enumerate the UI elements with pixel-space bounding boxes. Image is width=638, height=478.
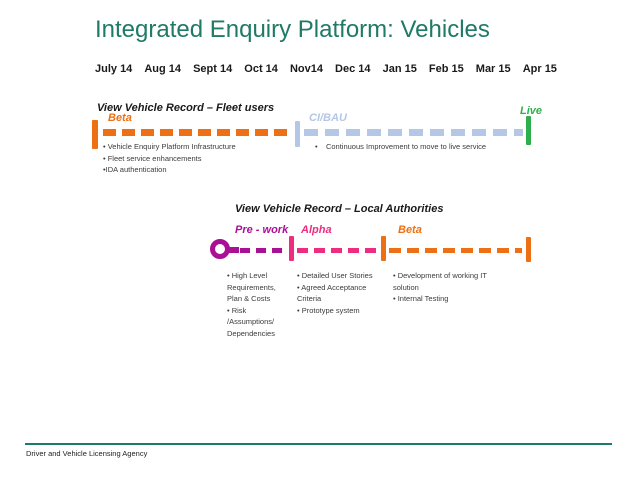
la-beta-timeline-bar bbox=[389, 248, 522, 253]
la-beta-end-marker bbox=[526, 237, 531, 262]
month-label: Aug 14 bbox=[144, 63, 182, 75]
month-label: Mar 15 bbox=[475, 63, 511, 75]
la-prework-bullet-list: • High Level Requirements, Plan & Costs … bbox=[227, 270, 291, 339]
la-alpha-bullet-list: • Detailed User Stories • Agreed Accepta… bbox=[297, 270, 385, 316]
fleet-cibau-timeline-bar bbox=[304, 129, 523, 136]
bullet-item: • Vehicle Enquiry Platform Infrastructur… bbox=[103, 142, 236, 151]
la-alpha-start-marker bbox=[289, 236, 294, 261]
la-beta-start-marker bbox=[381, 236, 386, 261]
bullet-item: •IDA authentication bbox=[103, 165, 167, 174]
fleet-cibau-bullet-list: • Continuous Improvement to move to live… bbox=[315, 141, 545, 153]
month-label: Oct 14 bbox=[244, 63, 278, 75]
month-label: Jan 15 bbox=[382, 63, 417, 75]
la-beta-bullet-list: • Development of working IT solution • I… bbox=[393, 270, 491, 305]
fleet-beta-bullet-list: • Vehicle Enquiry Platform Infrastructur… bbox=[103, 141, 243, 176]
la-beta-phase-label: Beta bbox=[398, 224, 422, 236]
la-alpha-phase-label: Alpha bbox=[301, 224, 332, 236]
fleet-beta-start-marker bbox=[92, 120, 98, 149]
local-authorities-heading: View Vehicle Record – Local Authorities bbox=[235, 203, 444, 215]
month-label: Sept 14 bbox=[193, 63, 233, 75]
bullet-item: • Continuous Improvement to move to live… bbox=[315, 142, 487, 151]
month-label: July 14 bbox=[95, 63, 133, 75]
bullet-item: • Fleet service enhancements bbox=[103, 153, 202, 163]
bullet-item: • Agreed Acceptance Criteria bbox=[297, 282, 369, 304]
la-alpha-timeline-bar bbox=[297, 248, 379, 253]
bullet-item: • Risk /Assumptions/ Dependencies bbox=[227, 305, 277, 338]
month-label: Dec 14 bbox=[335, 63, 371, 75]
bullet-item: • Detailed User Stories bbox=[297, 271, 373, 280]
fleet-beta-phase-label: Beta bbox=[108, 112, 132, 124]
bullet-item: • Development of working IT solution bbox=[393, 271, 489, 292]
fleet-cibau-start-marker bbox=[295, 121, 300, 147]
fleet-cibau-phase-label: CI/BAU bbox=[309, 112, 347, 124]
page-title: Integrated Enquiry Platform: Vehicles bbox=[95, 16, 490, 43]
fleet-users-heading: View Vehicle Record – Fleet users bbox=[97, 102, 275, 114]
bullet-item: • High Level Requirements, Plan & Costs bbox=[227, 271, 278, 303]
fleet-beta-timeline-bar bbox=[103, 129, 293, 136]
footer-divider bbox=[25, 443, 612, 445]
la-prework-phase-label: Pre - work bbox=[235, 224, 289, 236]
prework-ring-stub bbox=[229, 247, 239, 253]
month-label: Feb 15 bbox=[428, 63, 464, 75]
la-prework-timeline-bar bbox=[240, 248, 288, 253]
timeline-month-axis: July 14 Aug 14 Sept 14 Oct 14 Nov14 Dec … bbox=[95, 63, 557, 75]
fleet-live-phase-label: Live bbox=[520, 105, 543, 117]
bullet-item: • Prototype system bbox=[297, 305, 360, 315]
month-label: Apr 15 bbox=[522, 63, 557, 75]
bullet-item: • Internal Testing bbox=[393, 294, 449, 303]
footer-agency-name: Driver and Vehicle Licensing Agency bbox=[26, 449, 148, 458]
month-label: Nov14 bbox=[289, 63, 323, 75]
fleet-live-marker bbox=[526, 116, 531, 145]
prework-milestone-ring-icon bbox=[210, 239, 230, 259]
